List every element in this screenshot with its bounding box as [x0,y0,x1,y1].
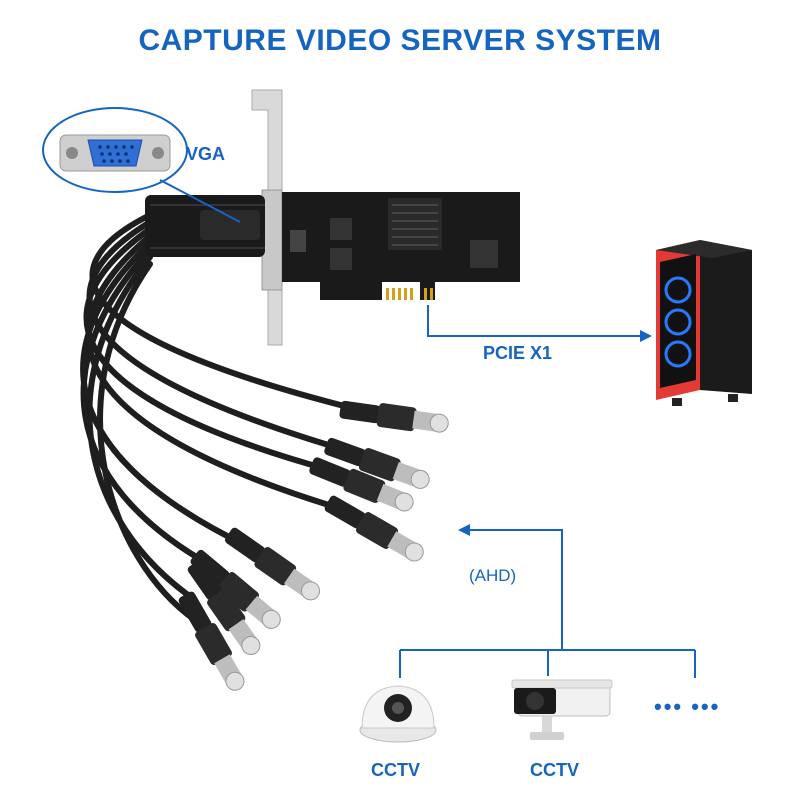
bnc-connector-icon [187,560,261,656]
bnc-connectors [178,400,449,691]
pcie-bracket [251,89,283,346]
bnc-connector-icon [339,400,449,433]
vga-callout [42,107,241,223]
bnc-connector-icon [324,495,424,562]
bullet-camera-icon [511,679,613,740]
camera-1-label: CCTV [371,760,420,780]
bnc-connector-icon [225,527,321,601]
page-title: CAPTURE VIDEO SERVER SYSTEM [138,24,662,57]
bnc-connector-icon [309,457,414,512]
vga-port-icon [59,134,171,172]
arrow-left-icon [458,524,470,536]
ahd-link-lines [399,529,696,678]
bnc-connector-icon [190,549,281,629]
pcie-link-arrow [427,305,640,337]
bnc-cable-bundle [80,212,363,623]
capture-card-icon [282,192,520,300]
vga-db-connector [145,195,265,257]
pcie-label: PCIE X1 [483,343,553,363]
vga-label: VGA [186,144,226,164]
ahd-label: (AHD) [469,566,517,585]
bnc-connector-icon [178,591,245,691]
bnc-connector-icon [324,437,430,489]
arrow-right-icon [640,330,652,342]
camera-2-label: CCTV [530,760,579,780]
more-cameras-ellipsis: ••• ••• [654,694,721,719]
computer-tower-icon [656,240,752,406]
dome-camera-icon [359,685,437,743]
